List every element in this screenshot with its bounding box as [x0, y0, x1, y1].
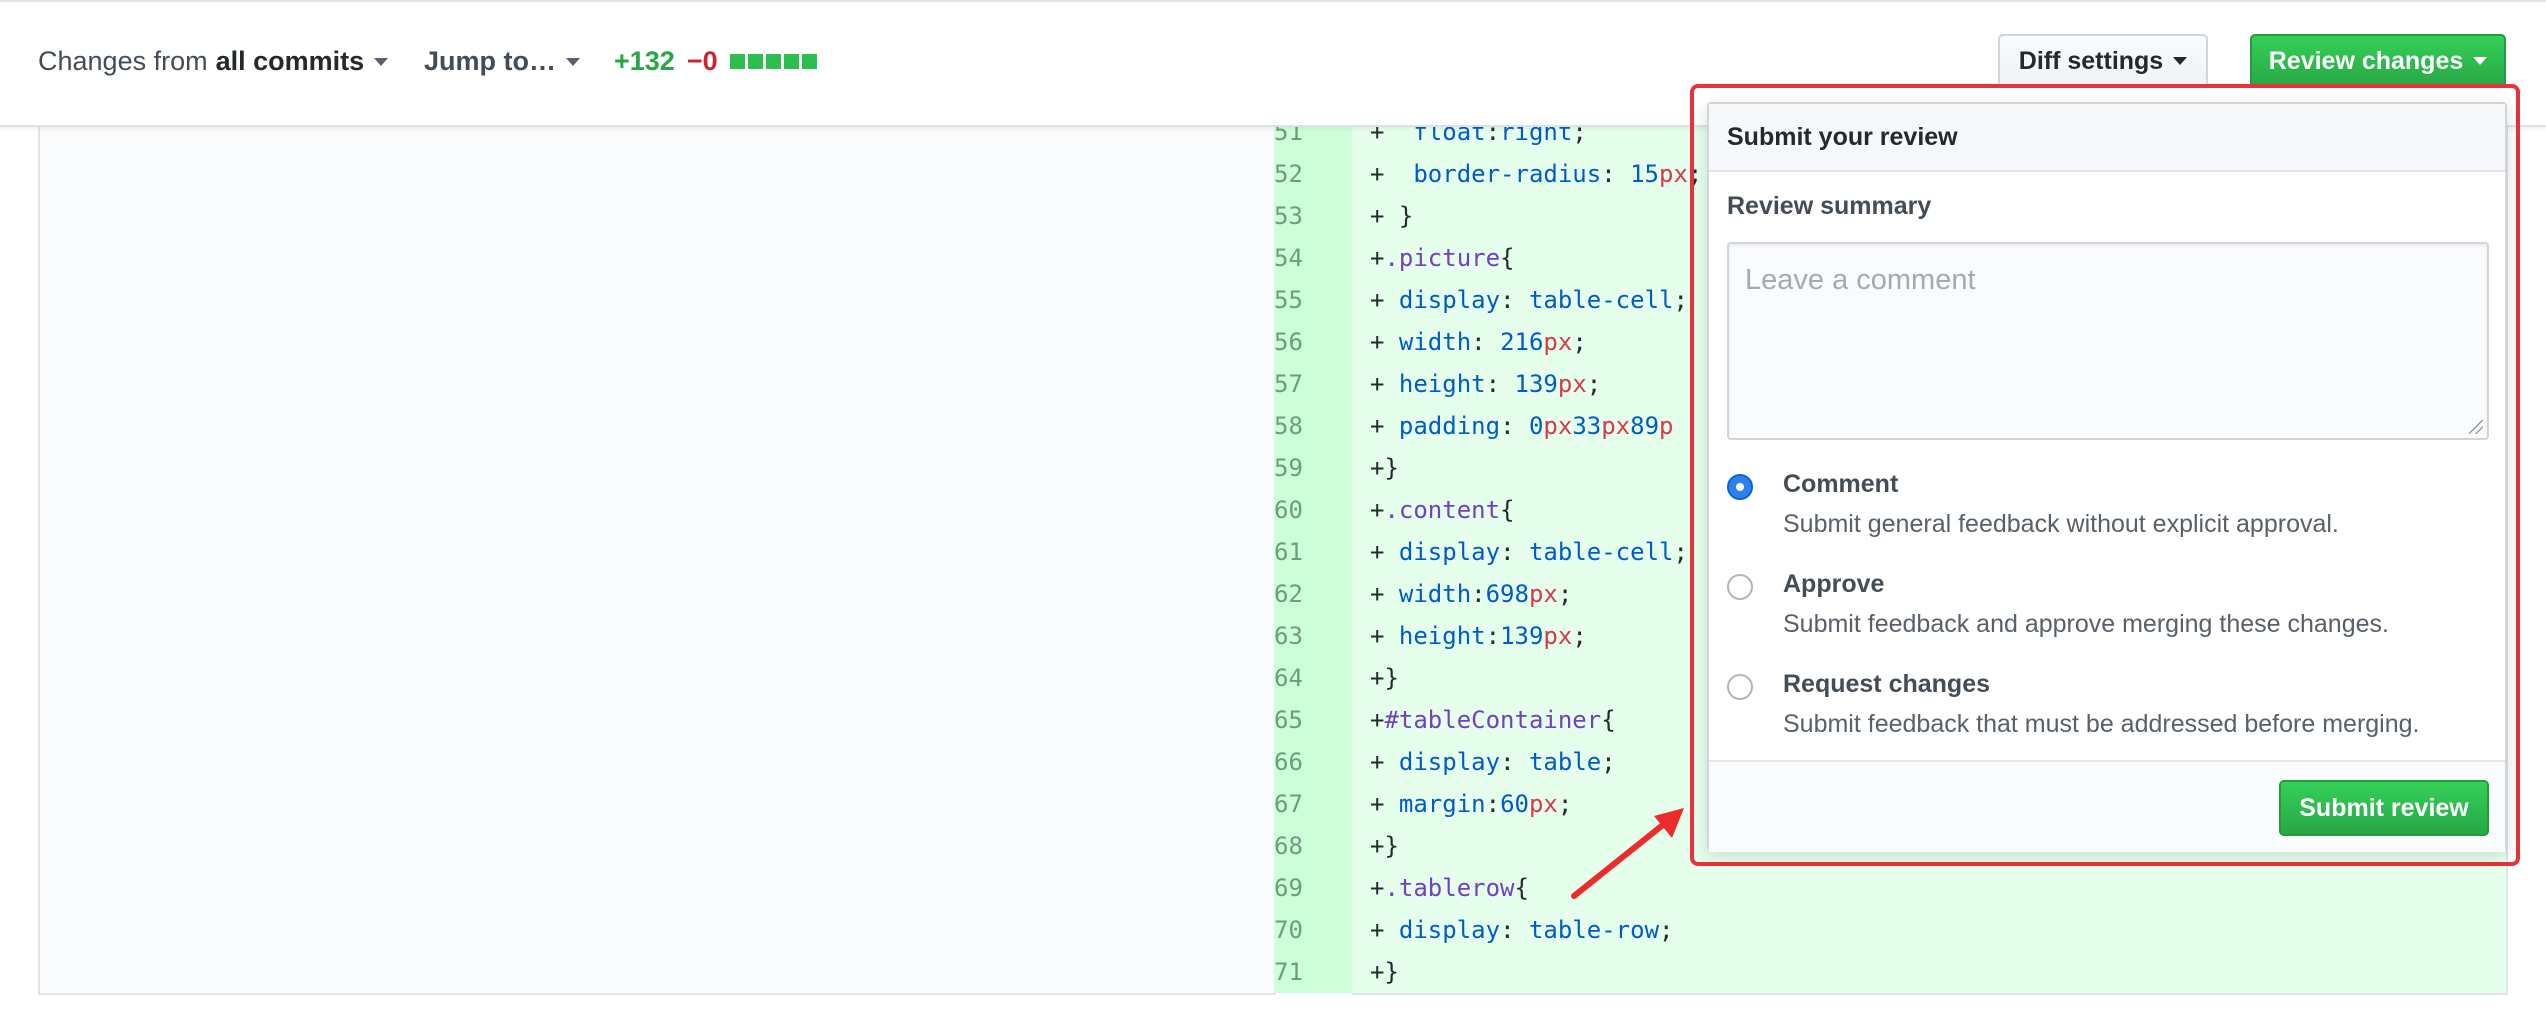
option-title: Approve: [1783, 570, 1885, 598]
code-line: +.tablerow{: [1370, 874, 1529, 902]
caret-down-icon: [2173, 57, 2188, 65]
caret-down-icon: [566, 57, 580, 66]
line-number[interactable]: 56: [1274, 328, 1303, 356]
line-number[interactable]: 62: [1274, 580, 1303, 608]
radio-selected-icon[interactable]: [1727, 474, 1753, 500]
review-summary-label: Review summary: [1727, 192, 1932, 220]
review-changes-label: Review changes: [2268, 46, 2464, 75]
line-number[interactable]: 71: [1274, 958, 1303, 986]
line-number-gutter: [1274, 123, 1352, 993]
line-number[interactable]: 70: [1274, 916, 1303, 944]
diff-left-empty-pane: [38, 123, 1276, 995]
line-number[interactable]: 52: [1274, 160, 1303, 188]
diff-settings-label: Diff settings: [2018, 46, 2164, 75]
line-number[interactable]: 64: [1274, 664, 1303, 692]
code-line: + display: table-cell;: [1370, 538, 1688, 566]
jump-to-dropdown[interactable]: Jump to…: [424, 46, 580, 77]
jump-to-label: Jump to…: [424, 46, 556, 76]
line-number[interactable]: 66: [1274, 748, 1303, 776]
code-line: +}: [1370, 958, 1399, 986]
pr-files-toolbar: Changes from all commits Jump to… +132 −…: [0, 0, 2546, 127]
option-description: Submit feedback that must be addressed b…: [1783, 710, 2420, 738]
radio-unselected-icon[interactable]: [1727, 574, 1753, 600]
line-number[interactable]: 58: [1274, 412, 1303, 440]
changes-from-prefix: Changes from: [38, 46, 208, 76]
popover-footer: Submit review: [1709, 760, 2505, 852]
code-line: +}: [1370, 664, 1399, 692]
additions-count: +132: [614, 46, 675, 76]
changes-from-value: all commits: [215, 46, 365, 76]
code-line: + }: [1370, 202, 1414, 230]
code-line: + display: table-row;: [1370, 916, 1674, 944]
option-description: Submit feedback and approve merging thes…: [1783, 610, 2389, 638]
option-title: Comment: [1783, 470, 1899, 498]
code-line: +.content{: [1370, 496, 1515, 524]
diff-settings-button[interactable]: Diff settings: [1998, 34, 2208, 88]
annotation-arrow-icon: [1571, 808, 1684, 899]
comment-textarea[interactable]: Leave a comment: [1727, 242, 2489, 440]
caret-down-icon: [374, 57, 389, 66]
annotation-highlight-box: [1690, 84, 2520, 866]
changes-from-dropdown[interactable]: Changes from all commits: [38, 46, 389, 77]
resize-handle-icon[interactable]: [2469, 420, 2483, 434]
comment-placeholder: Leave a comment: [1745, 264, 1976, 296]
deletions-count: −0: [686, 46, 718, 76]
radio-unselected-icon[interactable]: [1727, 674, 1753, 700]
review-changes-button[interactable]: Review changes: [2250, 34, 2506, 88]
diffstat: +132 −0: [614, 46, 817, 77]
line-number[interactable]: 67: [1274, 790, 1303, 818]
line-number[interactable]: 69: [1274, 874, 1303, 902]
line-number[interactable]: 57: [1274, 370, 1303, 398]
line-number[interactable]: 68: [1274, 832, 1303, 860]
submit-review-popover: Submit your review Review summary Leave …: [1707, 102, 2507, 852]
code-line: +.picture{: [1370, 244, 1515, 272]
line-number[interactable]: 54: [1274, 244, 1303, 272]
code-line: +}: [1370, 832, 1399, 860]
code-line: + display: table;: [1370, 748, 1616, 776]
popover-header: Submit your review: [1709, 104, 2505, 172]
diffstat-blocks-icon: [729, 54, 817, 69]
code-line: +}: [1370, 454, 1399, 482]
line-number[interactable]: 65: [1274, 706, 1303, 734]
line-number[interactable]: 59: [1274, 454, 1303, 482]
line-number[interactable]: 55: [1274, 286, 1303, 314]
option-title: Request changes: [1783, 670, 1991, 698]
caret-down-icon: [2473, 57, 2488, 65]
line-number[interactable]: 63: [1274, 622, 1303, 650]
line-number[interactable]: 53: [1274, 202, 1303, 230]
line-number[interactable]: 61: [1274, 538, 1303, 566]
line-number[interactable]: 60: [1274, 496, 1303, 524]
code-line: +#tableContainer{: [1370, 706, 1616, 734]
option-description: Submit general feedback without explicit…: [1783, 510, 2339, 538]
submit-review-button[interactable]: Submit review: [2279, 780, 2489, 836]
code-line: + display: table-cell;: [1370, 286, 1688, 314]
